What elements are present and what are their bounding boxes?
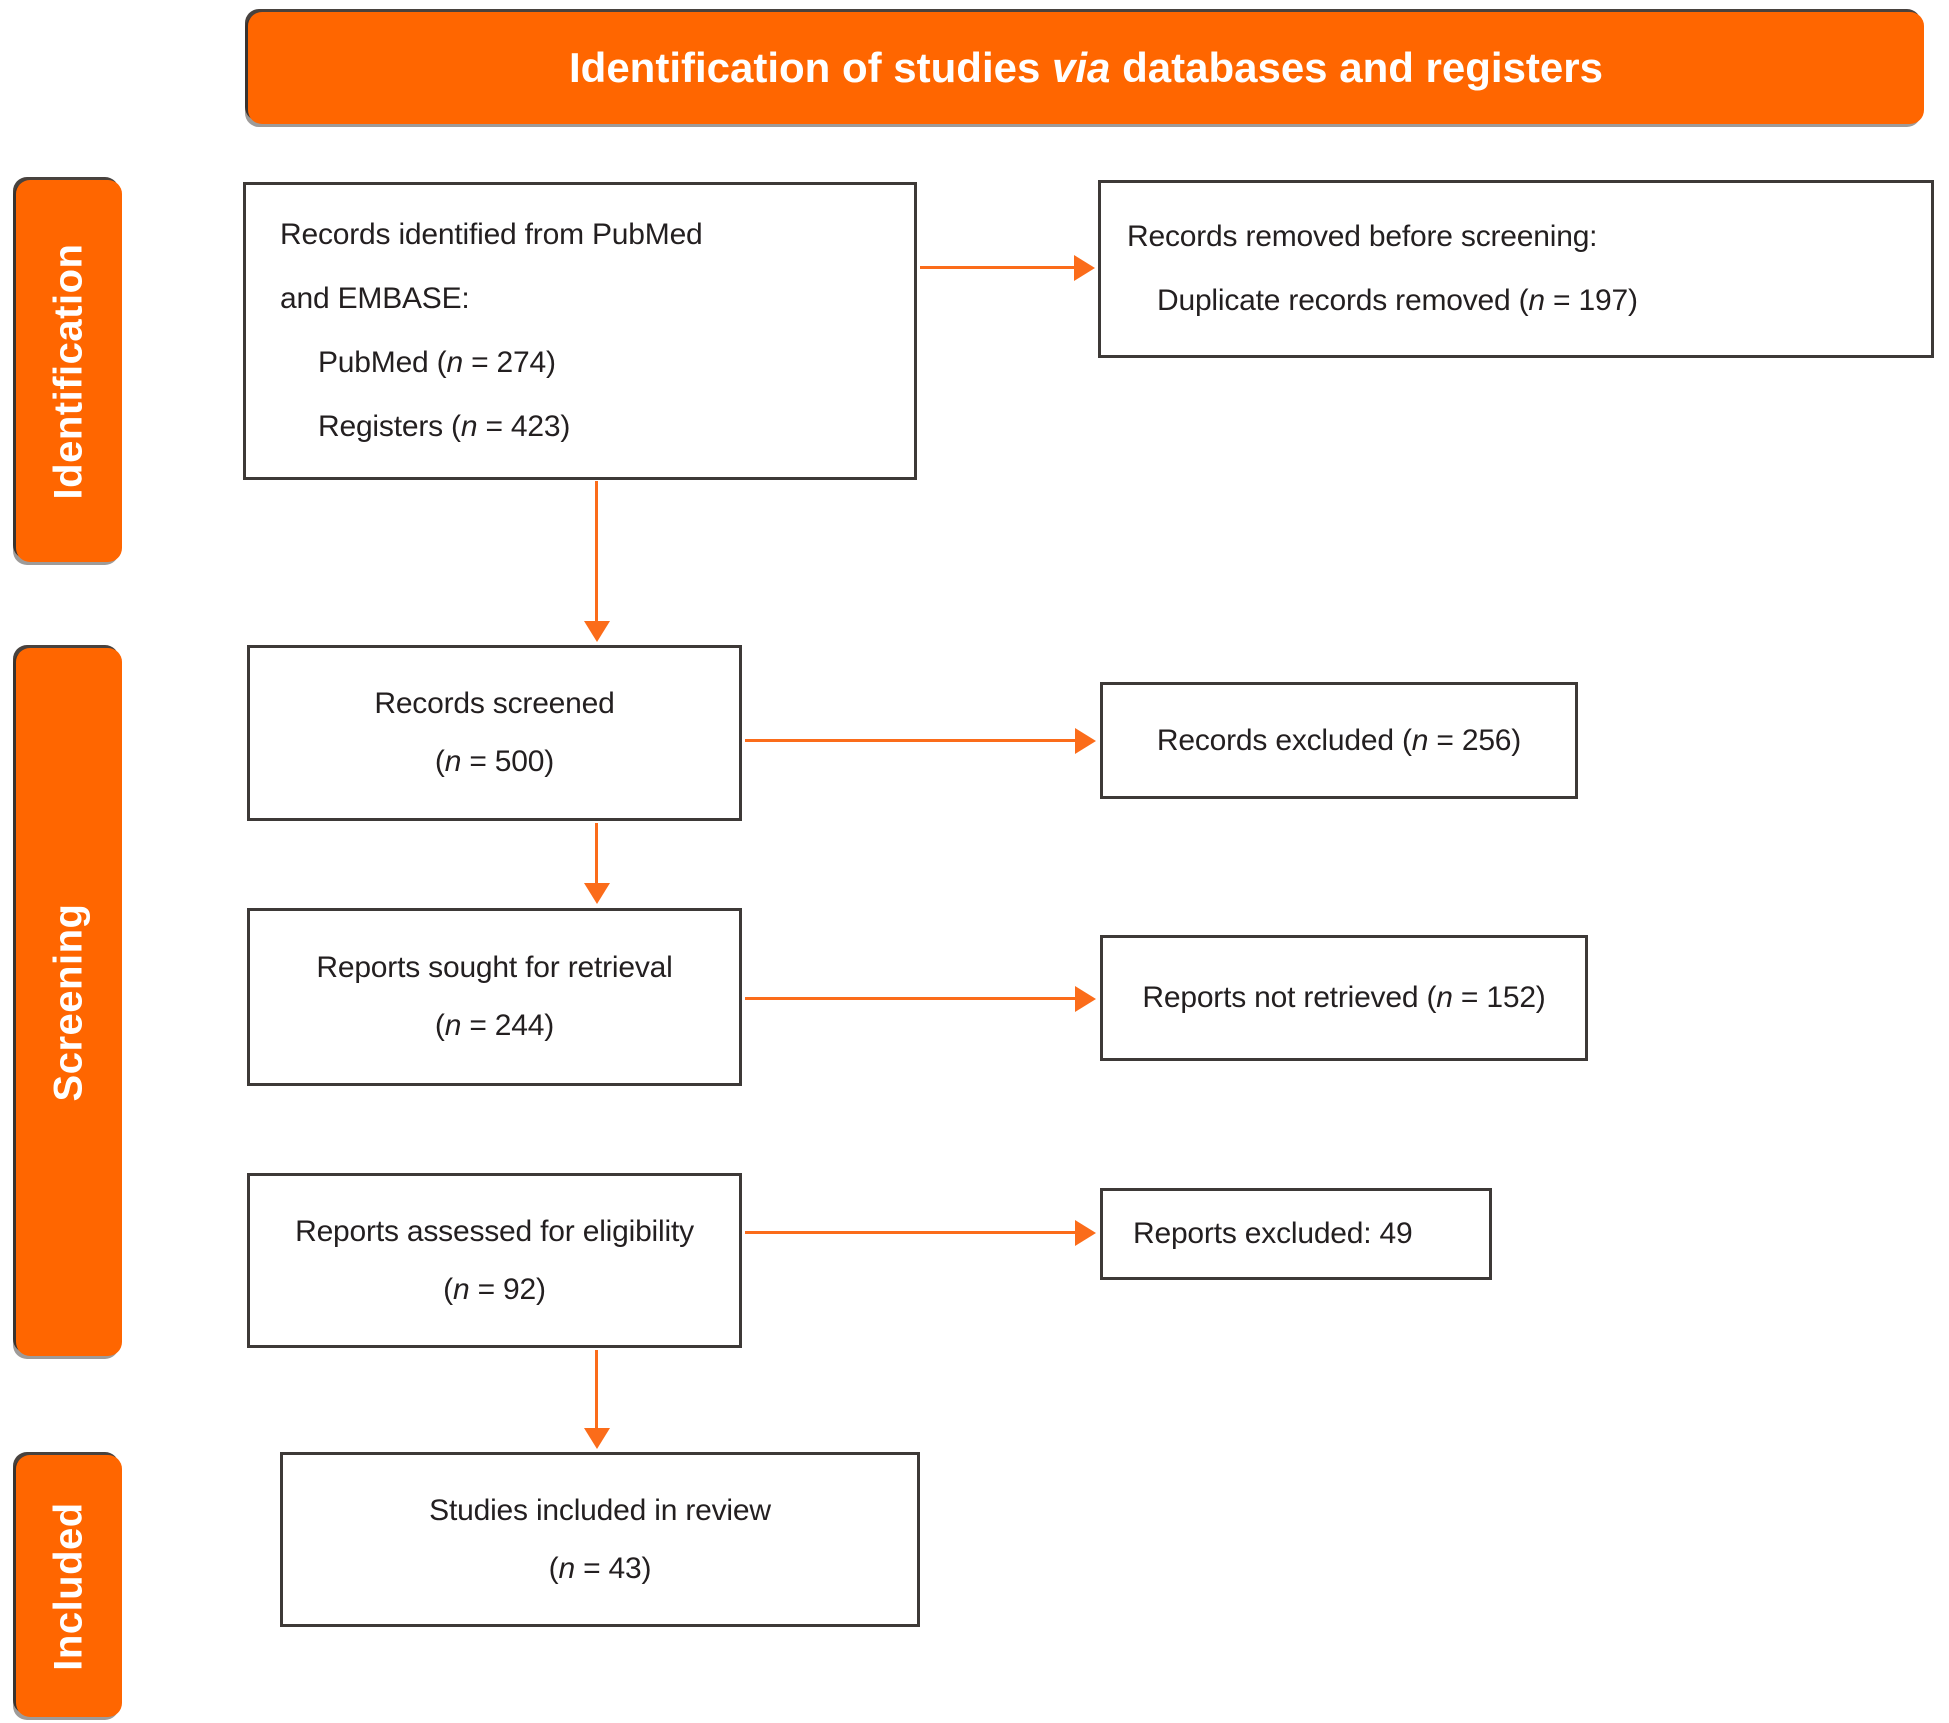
text-segment: Records excluded ( xyxy=(1156,723,1412,757)
n-italic: n xyxy=(446,346,463,379)
box-studies-included: Studies included in review (n = 43) xyxy=(280,1452,920,1627)
text-segment: Registers ( xyxy=(318,410,461,443)
text-line: Studies included in review xyxy=(429,1482,771,1540)
text-line: and EMBASE: xyxy=(280,267,470,331)
n-italic: n xyxy=(1528,284,1545,317)
arrow-identified-to-screened xyxy=(595,481,598,623)
text-segment: ( xyxy=(434,745,445,778)
n-italic: n xyxy=(1411,723,1429,757)
text-line: Duplicate records removed (n = 197) xyxy=(1127,269,1638,333)
text-line: Records removed before screening: xyxy=(1127,205,1598,269)
arrow-sought-to-not-retrieved xyxy=(745,997,1077,1000)
text-segment: Reports sought for retrieval xyxy=(316,951,673,984)
box-records-identified: Records identified from PubMed and EMBAS… xyxy=(243,182,917,480)
text-segment: = 500) xyxy=(461,745,555,778)
text-line: Records screened xyxy=(374,675,614,733)
box-records-removed: Records removed before screening: Duplic… xyxy=(1098,180,1934,358)
arrow-screened-to-sought xyxy=(595,823,598,885)
text-segment: = 274) xyxy=(462,346,556,379)
stage-label-text: Included xyxy=(46,1501,91,1671)
text-line: Records identified from PubMed xyxy=(280,203,703,267)
arrow-assessed-to-excluded xyxy=(745,1231,1077,1234)
arrow-assessed-to-included xyxy=(595,1350,598,1430)
arrow-identified-to-removed xyxy=(920,266,1076,269)
box-reports-assessed: Reports assessed for eligibility (n = 92… xyxy=(247,1173,742,1348)
box-reports-not-retrieved: Reports not retrieved (n = 152) xyxy=(1100,935,1588,1061)
text-segment: Reports excluded: 49 xyxy=(1133,1217,1413,1250)
n-italic: n xyxy=(452,1272,470,1306)
text-segment: Reports assessed for eligibility xyxy=(295,1214,694,1248)
text-segment: PubMed ( xyxy=(318,346,447,379)
text-segment: = 43) xyxy=(574,1551,652,1585)
text-line: (n = 43) xyxy=(549,1540,652,1598)
stage-label-identification: Identification xyxy=(16,180,122,562)
title-text-segment: databases and registers xyxy=(1110,44,1603,91)
box-records-excluded: Records excluded (n = 256) xyxy=(1100,682,1578,799)
text-segment: ( xyxy=(434,1009,445,1042)
title-text-segment: Identification of studies xyxy=(569,44,1053,91)
text-line: (n = 244) xyxy=(435,997,554,1055)
text-segment: = 197) xyxy=(1544,284,1638,317)
text-line: Registers (n = 423) xyxy=(280,395,570,459)
text-line: (n = 92) xyxy=(443,1261,546,1319)
text-segment: and EMBASE: xyxy=(280,282,470,315)
text-segment: = 244) xyxy=(461,1009,555,1042)
text-segment: Reports not retrieved ( xyxy=(1142,981,1437,1014)
text-line: Reports sought for retrieval xyxy=(316,939,672,997)
text-segment: Duplicate records removed ( xyxy=(1157,284,1529,317)
text-line: Reports excluded: 49 xyxy=(1133,1205,1413,1263)
text-segment: ( xyxy=(548,1551,559,1585)
text-segment: Records screened xyxy=(374,687,615,720)
box-reports-sought: Reports sought for retrieval (n = 244) xyxy=(247,908,742,1086)
text-line: Reports not retrieved (n = 152) xyxy=(1142,969,1545,1027)
box-reports-excluded: Reports excluded: 49 xyxy=(1100,1188,1492,1280)
arrow-screened-to-excluded xyxy=(745,739,1077,742)
stage-label-text: Screening xyxy=(46,903,91,1101)
title-banner: Identification of studies via databases … xyxy=(248,12,1924,124)
text-segment: Records removed before screening: xyxy=(1127,220,1598,253)
text-line: Reports assessed for eligibility xyxy=(295,1203,694,1261)
text-line: (n = 500) xyxy=(435,733,554,791)
text-line: Records excluded (n = 256) xyxy=(1157,712,1521,770)
text-segment: ( xyxy=(443,1272,453,1306)
n-italic: n xyxy=(1436,981,1453,1014)
text-line: PubMed (n = 274) xyxy=(280,331,556,395)
text-segment: = 256) xyxy=(1428,723,1522,757)
text-segment: Studies included in review xyxy=(429,1493,771,1527)
n-italic: n xyxy=(444,745,462,778)
stage-label-included: Included xyxy=(16,1455,122,1717)
stage-label-screening: Screening xyxy=(16,648,122,1356)
title-text-via-italic: via xyxy=(1052,44,1111,91)
n-italic: n xyxy=(460,410,478,443)
n-italic: n xyxy=(444,1009,462,1042)
box-records-screened: Records screened (n = 500) xyxy=(247,645,742,821)
n-italic: n xyxy=(558,1551,575,1585)
text-segment: Records identified from PubMed xyxy=(280,218,703,251)
stage-label-text: Identification xyxy=(46,243,91,499)
text-segment: = 152) xyxy=(1452,981,1546,1014)
text-segment: = 92) xyxy=(469,1272,546,1306)
text-segment: = 423) xyxy=(477,410,571,443)
